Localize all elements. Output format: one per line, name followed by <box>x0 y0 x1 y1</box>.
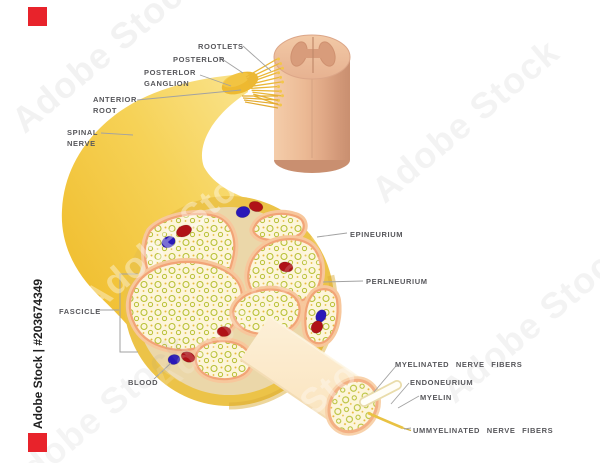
leader-blood <box>153 362 172 380</box>
label-blood: BLOOD <box>128 378 159 387</box>
rootlet-tip <box>277 57 280 61</box>
blood-vessel-red <box>175 224 193 238</box>
blood-vessel-red <box>248 200 264 213</box>
label-anterior-root: ANTERIOR ROOT <box>93 94 137 116</box>
rootlets-fibers <box>242 57 284 109</box>
rootlet-fiber <box>246 63 280 80</box>
fascicle-shape <box>194 340 252 381</box>
label-fascicle: FASCICLE <box>59 307 101 316</box>
rootlet-fiber <box>251 89 280 92</box>
rootlet-tip <box>279 103 282 107</box>
blood-vessels-group <box>161 200 327 365</box>
leader-rootlets <box>242 45 272 72</box>
leader-posterior-ganglion <box>199 74 232 87</box>
rootlet-tip <box>281 80 284 84</box>
leader-myelinated <box>373 365 397 393</box>
rootlet-tip <box>277 85 280 89</box>
leader-anterior-root <box>136 89 242 101</box>
rootlet-tip <box>279 75 282 79</box>
tube-face <box>327 378 379 434</box>
rootlet-fiber <box>249 76 280 86</box>
blood-vessel-blue <box>235 205 251 219</box>
label-line: ROOT <box>93 106 118 115</box>
fascicle-shape <box>232 288 301 336</box>
fascicle-shape <box>252 212 305 242</box>
label-line: GANGLION <box>144 79 190 88</box>
rootlet-tip <box>279 89 282 93</box>
blood-vessel-blue <box>167 354 181 365</box>
leader-posterior <box>218 56 244 74</box>
spinal-cord-segment <box>273 34 351 173</box>
label-line: NERVE <box>67 139 96 148</box>
myelin-rod <box>360 381 401 406</box>
rootlet-fiber <box>252 91 282 97</box>
label-line: ANTERIOR <box>93 95 137 104</box>
fascicle-bracket <box>119 273 138 353</box>
blood-vessel-blue <box>161 235 176 249</box>
rootlet-tip <box>281 94 284 98</box>
label-myelinated: MYELINATED NERVE FIBERS <box>395 360 523 369</box>
fascicle-tube <box>239 315 412 436</box>
adobe-logo-mark <box>28 7 47 26</box>
rootlet-tip <box>277 71 280 75</box>
tube-highlight <box>269 315 368 384</box>
leader-endoneurium <box>390 382 410 405</box>
rootlet-fiber <box>248 72 278 84</box>
label-epineurium: EPINEURIUM <box>350 230 404 239</box>
adobe-logo-mark <box>28 433 47 452</box>
label-myelin: MYELIN <box>420 393 452 402</box>
label-posterior-ganglion: POSTERLOR GANGLION <box>144 67 196 89</box>
leader-spinal-nerve <box>100 132 134 136</box>
rootlet-fiber <box>250 85 278 90</box>
rootlet-fiber <box>245 58 278 78</box>
stock-credit-text: Adobe Stock | #203674349 <box>31 278 45 429</box>
leader-lines <box>97 45 420 430</box>
anterior-root-fiber <box>244 101 279 109</box>
unmyelinated-fiber <box>367 411 404 430</box>
anterior-root-fiber <box>243 99 279 105</box>
leader-epineurium <box>316 232 348 238</box>
leader-perineurium <box>322 280 364 283</box>
leader-unmyelinated <box>403 427 412 430</box>
label-endoneurium: ENDONEURIUM <box>410 378 474 387</box>
blood-vessel-red <box>180 351 196 363</box>
label-rootlets: ROOTLETS <box>198 42 244 51</box>
label-line: SPINAL <box>67 128 99 137</box>
label-posterior: POSTERLOR <box>173 55 226 64</box>
leader-myelin <box>397 395 420 409</box>
posterior-ganglion-highlight <box>222 72 250 88</box>
blood-vessel-red <box>310 320 324 334</box>
rootlet-fiber <box>249 81 282 88</box>
rootlet-fiber <box>247 67 282 82</box>
label-line: POSTERLOR <box>144 68 197 77</box>
label-spinal-nerve: SPINAL NERVE <box>67 127 98 149</box>
anterior-root-fiber <box>242 97 279 101</box>
rootlet-tip <box>281 66 284 70</box>
label-perineurium: PERLNEURIUM <box>366 277 428 286</box>
label-unmyelinated: UMMYELINATED NERVE FIBERS <box>413 426 554 435</box>
tube-shade <box>239 358 338 427</box>
blood-vessel-red <box>216 326 232 337</box>
fascicles-group <box>125 209 342 384</box>
rootlet-tip <box>279 62 282 66</box>
blood-vessel-red <box>278 261 294 273</box>
unmyelinated-fiber-tip <box>402 427 412 432</box>
